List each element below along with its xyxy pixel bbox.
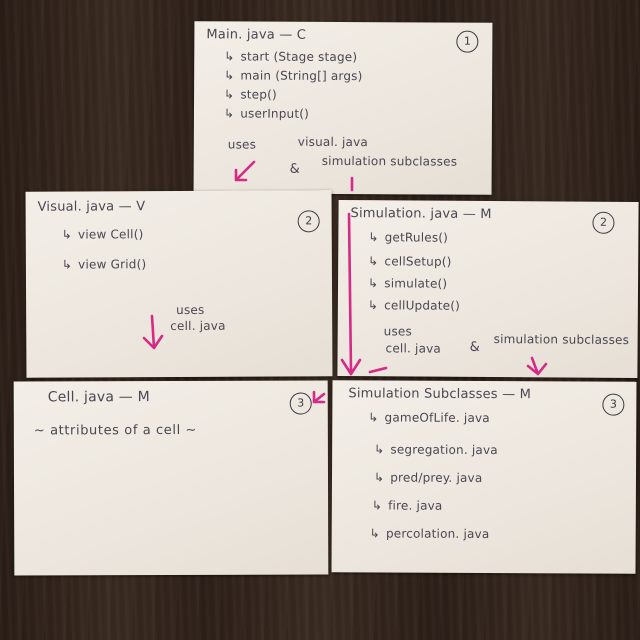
card-main-uses-label: uses: [227, 137, 257, 152]
card-cell-number: 3: [289, 392, 312, 415]
card-visual-uses-label: uses: [176, 302, 205, 318]
hooked-arrow-icon: ↳: [374, 442, 385, 457]
hooked-arrow-icon: ↳: [224, 87, 235, 102]
card-subclasses-item-4: ↳fire. java: [371, 498, 443, 513]
card-simulation-title: Simulation. java — M: [350, 206, 492, 223]
card-cell: Cell. java — M 3 ~ attributes of a cell …: [13, 380, 329, 576]
hooked-arrow-icon: ↳: [61, 257, 73, 272]
card-main-title: Main. java — C: [206, 27, 307, 43]
hooked-arrow-icon: ↳: [368, 254, 379, 269]
card-simulation-method-2: ↳cellSetup(): [368, 254, 452, 269]
card-simulation-also-uses: simulation subclasses: [493, 332, 630, 347]
card-subclasses: Simulation Subclasses — M 3 ↳gameOfLife.…: [331, 380, 637, 574]
card-main-number: 1: [456, 30, 479, 53]
card-simulation: Simulation. java — M 2 ↳getRules() ↳cell…: [337, 199, 639, 379]
card-main-and: &: [289, 161, 301, 177]
hooked-arrow-icon: ↳: [369, 526, 381, 541]
hooked-arrow-icon: ↳: [224, 49, 235, 64]
card-subclasses-item-2: ↳segregation. java: [374, 442, 498, 458]
hooked-arrow-icon: ↳: [224, 68, 235, 83]
hooked-arrow-icon: ↳: [368, 410, 379, 425]
card-cell-title: Cell. java — M: [47, 389, 150, 406]
card-simulation-uses-target: cell. java: [385, 341, 442, 356]
card-visual: Visual. java — V 2 ↳view Cell() ↳view Gr…: [25, 190, 333, 378]
card-simulation-uses-label: uses: [383, 324, 413, 339]
card-main-uses-target: visual. java: [297, 134, 369, 150]
card-main-method-1: ↳start (Stage stage): [224, 49, 358, 65]
card-main-method-3: ↳step(): [224, 87, 277, 102]
card-simulation-method-4: ↳cellUpdate(): [367, 298, 461, 313]
card-subclasses-item-5: ↳percolation. java: [369, 526, 490, 542]
card-main-method-2: ↳main (String[] args): [224, 68, 363, 84]
hooked-arrow-icon: ↳: [367, 298, 379, 313]
card-subclasses-title: Simulation Subclasses — M: [348, 386, 532, 403]
card-visual-number: 2: [297, 210, 320, 233]
card-visual-method-2: ↳view Grid(): [61, 257, 147, 272]
card-visual-uses-target: cell. java: [170, 318, 226, 334]
card-main-method-4: ↳userInput(): [223, 106, 310, 121]
hooked-arrow-icon: ↳: [368, 230, 379, 245]
card-subclasses-number: 3: [602, 393, 625, 416]
card-subclasses-item-1: ↳gameOfLife. java: [368, 410, 490, 426]
card-main-also-uses: simulation subclasses: [321, 153, 458, 169]
card-subclasses-item-3: ↳pred/prey. java: [373, 470, 483, 485]
card-simulation-and: &: [469, 339, 480, 355]
card-simulation-method-1: ↳getRules(): [368, 230, 449, 245]
hooked-arrow-icon: ↳: [223, 106, 235, 121]
hooked-arrow-icon: ↳: [367, 276, 379, 291]
card-cell-note: ~ attributes of a cell ~: [33, 422, 198, 439]
card-simulation-number: 2: [592, 211, 615, 234]
card-visual-title: Visual. java — V: [37, 199, 146, 215]
hooked-arrow-icon: ↳: [61, 227, 73, 242]
hooked-arrow-icon: ↳: [371, 498, 383, 513]
hooked-arrow-icon: ↳: [373, 470, 385, 485]
card-visual-method-1: ↳view Cell(): [61, 227, 144, 242]
card-simulation-method-3: ↳simulate(): [367, 276, 448, 291]
card-main: Main. java — C 1 ↳start (Stage stage) ↳m…: [193, 21, 493, 195]
